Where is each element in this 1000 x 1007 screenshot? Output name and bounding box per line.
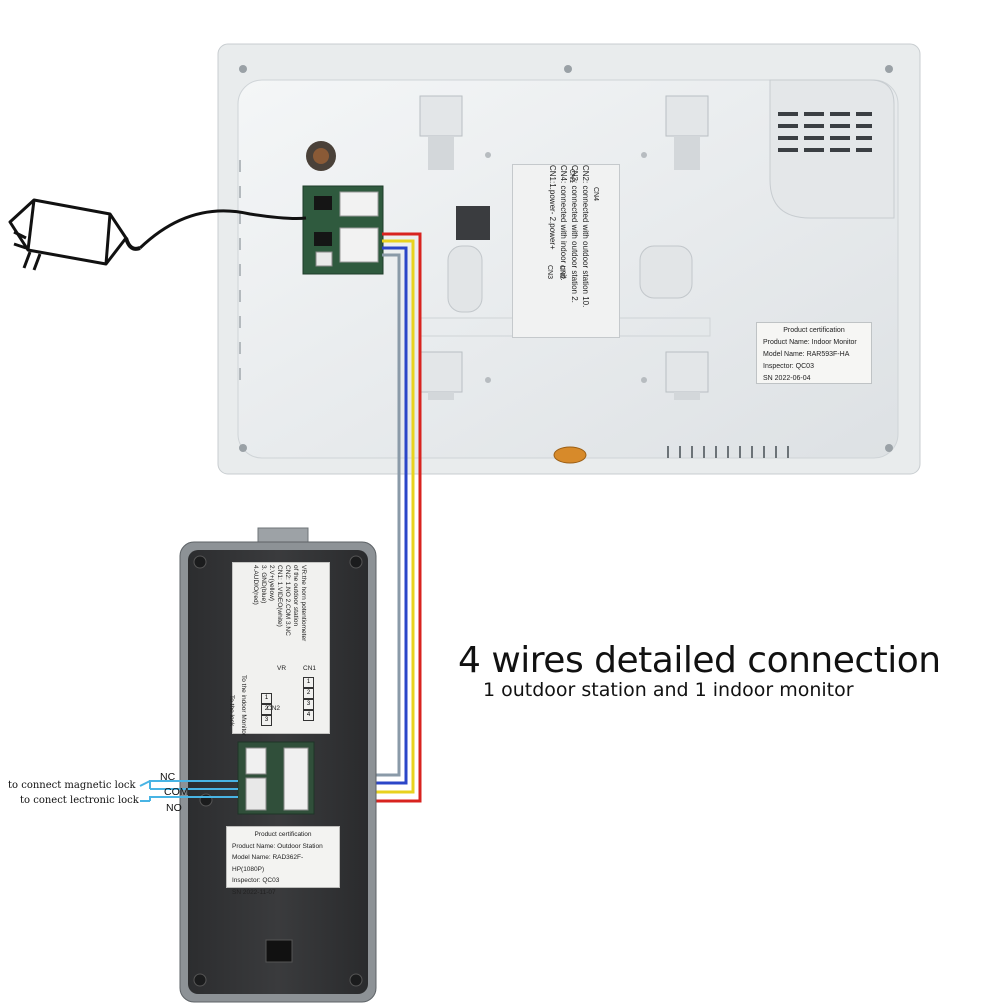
tag-cn1: CN1 <box>568 169 575 184</box>
cert-line: SN 2022-06-04 <box>763 375 811 382</box>
cert-line: Model Name: RAD362F- HP(1080P) <box>232 854 304 873</box>
tag-cn2: CN2 <box>558 265 565 280</box>
lock-terminal-block: 1 2 3 <box>261 693 272 726</box>
no-label: NO <box>166 802 182 814</box>
cert-line: Inspector: QC03 <box>763 363 814 370</box>
power-adapter-icon <box>8 198 307 271</box>
lock-wires <box>139 780 238 802</box>
instruction-line: 4.AUDIO(red) <box>252 565 259 605</box>
sheet-line: CN1:1.power- 2.power+ <box>548 165 557 250</box>
monitor-terminal: 1 <box>303 677 314 688</box>
instruction-line: of the outdoor station <box>292 565 299 627</box>
cert-line: Model Name: RAR593F-HA <box>763 351 850 358</box>
tag-cn4: CN4 <box>592 187 599 202</box>
to-lock-label: To the lock <box>228 695 235 727</box>
instruction-line: CN2: 1.NO 2.COM 3.NC <box>284 565 291 636</box>
cert-title: Product certification <box>254 831 312 838</box>
cert-line: Product Name: Outdoor Station <box>232 842 323 850</box>
to-monitor-label: To the indoor Monitor <box>240 675 247 737</box>
monitor-connector-sheet: CN2: connected with outdoor station 10. … <box>512 164 620 338</box>
sheet-line: CN4: connected with indoor unit. <box>559 165 568 281</box>
lock-terminal: 2 <box>261 704 272 715</box>
tag-vr: VR <box>277 665 287 672</box>
magnetic-lock-label: to connect magnetic lock <box>8 780 136 791</box>
monitor-certification-label: Product certification Product Name: Indo… <box>756 322 872 384</box>
diagram-title: 4 wires detailed connection <box>458 640 941 681</box>
com-label: COM <box>164 786 189 798</box>
station-instruction-sheet: VR:the horn potentiometer of the outdoor… <box>228 562 330 737</box>
monitor-terminal: 4 <box>303 710 314 721</box>
tag-cn1: CN1 <box>303 665 317 672</box>
cert-line: Inspector: QC03 <box>232 877 280 884</box>
monitor-terminal-block: 1 2 3 4 <box>303 677 314 721</box>
station-certification-label: Product certification Product Name: Outd… <box>226 826 340 896</box>
lock-terminal: 3 <box>261 715 272 726</box>
monitor-terminal: 3 <box>303 699 314 710</box>
tag-cn3: CN3 <box>546 265 553 280</box>
electronic-lock-label: to conect lectronic lock <box>20 795 139 806</box>
cert-title: Product certification <box>783 327 845 334</box>
sheet-line: CN3: connected with outdoor station 2. <box>570 165 579 303</box>
cert-line: Product Name: Indoor Monitor <box>763 339 857 346</box>
tag-cn2: CN2 <box>267 705 281 712</box>
lock-terminal: 1 <box>261 693 272 704</box>
cert-line: SN 2022-11-07 <box>232 888 276 896</box>
diagram-subtitle: 1 outdoor station and 1 indoor monitor <box>483 679 854 701</box>
nc-label: NC <box>160 771 176 783</box>
sheet-line: CN2: connected with outdoor station 10. <box>581 165 590 308</box>
speaker-grille-icon <box>778 112 872 152</box>
monitor-terminal: 2 <box>303 688 314 699</box>
